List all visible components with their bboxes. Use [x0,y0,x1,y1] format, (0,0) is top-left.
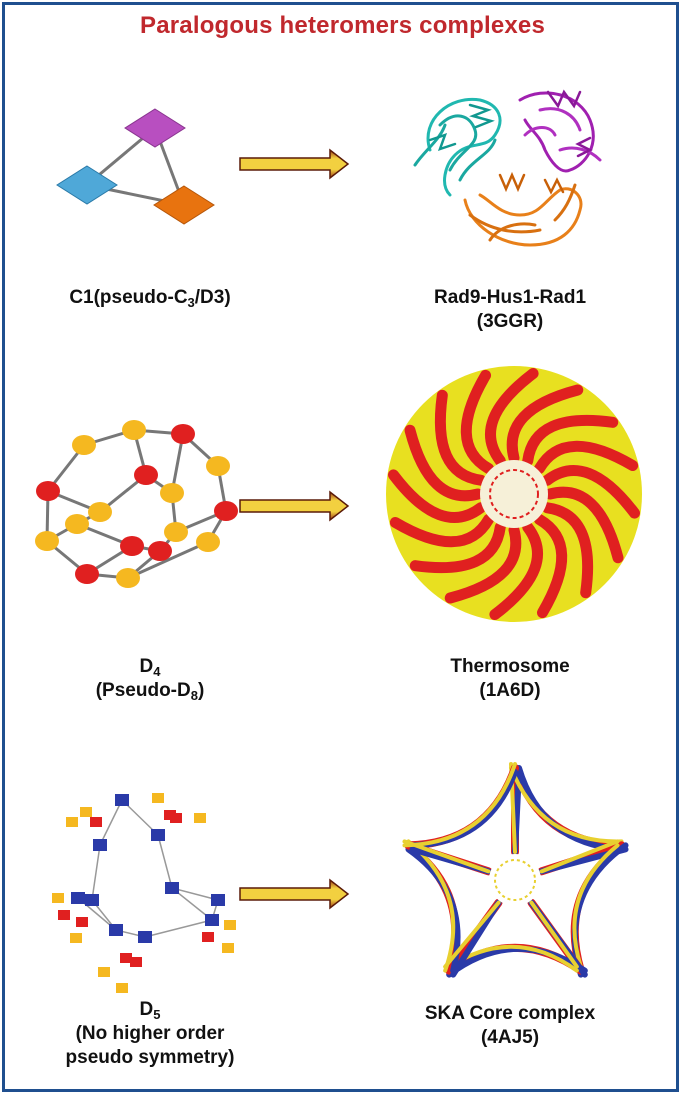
blue-subunit-node [211,894,225,906]
yellow-subunit-node [160,483,184,503]
blue-subunit-node [205,914,219,926]
label-subscript: 3 [188,295,195,310]
arrow-3 [240,880,348,908]
thermosome-label: Thermosome(1A6D) [400,655,620,703]
cyan-chain [415,116,495,180]
label-text: (Pseudo-D [96,680,191,701]
label-subscript: 4 [153,664,160,679]
yellow-subunit-node [164,522,188,542]
label-line: Thermosome [400,655,620,679]
thermosome-structure [386,366,642,622]
blue-subunit-node [151,829,165,841]
yellow-subunit-node [122,420,146,440]
d5-subunit-network [52,793,236,993]
magenta-helix [548,92,590,156]
arrow-2 [240,492,348,520]
c1-symmetry-label: C1(pseudo-C3/D3) [30,286,270,310]
network-edge [92,845,100,900]
d4-subunit-network [35,420,238,588]
label-line: (3GGR) [400,310,620,334]
red-subunit-node [58,910,70,920]
yellow-subunit-node [98,967,110,977]
blue-subunit-node [138,931,152,943]
red-subunit-node [214,501,238,521]
yellow-subunit-node [66,817,78,827]
red-subunit-node [171,424,195,444]
yellow-subunit-node [35,531,59,551]
label-line: pseudo symmetry) [20,1046,280,1070]
yellow-subunit-node [116,983,128,993]
red-subunit-node [76,917,88,927]
yellow-subunit-node [65,514,89,534]
yellow-subunit-node [80,807,92,817]
label-subscript: 8 [191,688,198,703]
yellow-subunit-node [72,435,96,455]
rad9-hus1-rad1-structure [415,92,600,245]
yellow-subunit-node [222,943,234,953]
label-text: D [140,656,154,677]
red-subunit-node [134,465,158,485]
yellow-subunit-node [206,456,230,476]
red-subunit-node [170,813,182,823]
orange-helix [500,175,563,192]
blue-subunit-node [85,894,99,906]
label-subscript: 5 [153,1007,160,1022]
label-text: /D3) [195,287,231,308]
ska-core-label: SKA Core complex(4AJ5) [400,1002,620,1050]
network-edge [158,835,172,888]
c1-subunit-network [57,109,214,224]
red-subunit-node [130,957,142,967]
blue-subunit-node [165,882,179,894]
red-subunit-node [75,564,99,584]
label-text: D [140,999,154,1020]
orange-chain [465,189,581,245]
network-edge [100,800,122,845]
ska-core-structure [404,764,625,975]
yellow-subunit-node [196,532,220,552]
ska-helix-bundle [511,768,622,841]
subunit-magenta-diamond [125,109,185,147]
red-subunit-node [120,536,144,556]
label-line: SKA Core complex [400,1002,620,1026]
yellow-subunit-node [194,813,206,823]
blue-subunit-node [71,892,85,904]
subunit-orange-diamond [154,186,214,224]
label-line: (No higher order [20,1022,280,1046]
ska-center [489,854,541,906]
yellow-subunit-node [88,502,112,522]
red-subunit-node [36,481,60,501]
label-line: (1A6D) [400,679,620,703]
arrow-1 [240,150,348,178]
red-subunit-node [148,541,172,561]
subunit-blue-diamond [57,166,117,204]
yellow-subunit-node [52,893,64,903]
red-subunit-node [90,817,102,827]
yellow-subunit-node [224,920,236,930]
blue-subunit-node [115,794,129,806]
arrow-shape [240,880,348,908]
blue-subunit-node [93,839,107,851]
arrow-shape [240,492,348,520]
d4-symmetry-label: D4(Pseudo-D8) [30,655,270,703]
label-text: ) [198,680,204,701]
label-text: C1(pseudo-C [69,287,187,308]
blue-subunit-node [109,924,123,936]
yellow-subunit-node [152,793,164,803]
ska-helix-bundle [412,772,515,845]
rad9-hus1-rad1-label: Rad9-Hus1-Rad1(3GGR) [400,286,620,334]
red-subunit-node [202,932,214,942]
yellow-subunit-node [70,933,82,943]
label-line: (4AJ5) [400,1026,620,1050]
yellow-subunit-node [116,568,140,588]
network-edge [145,920,212,937]
label-line: Rad9-Hus1-Rad1 [400,286,620,310]
arrow-shape [240,150,348,178]
